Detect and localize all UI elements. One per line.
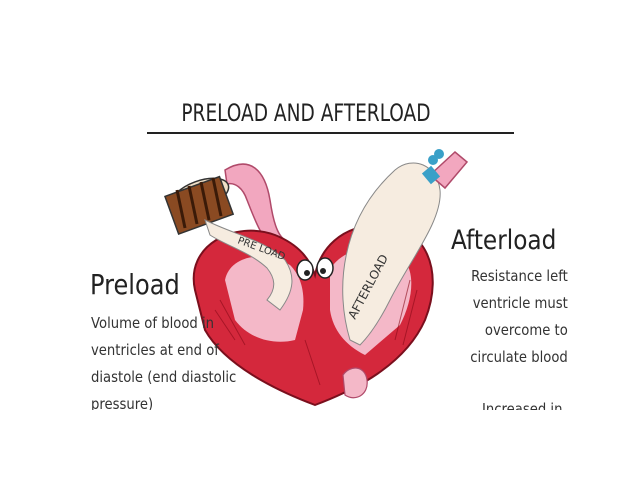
barrel-icon [164,175,235,236]
preload-line: diastole (end diastolic [91,368,237,386]
afterload-line: ventricle must [472,294,568,312]
preload-heading: Preload [90,268,180,301]
preload-line: ventricles at end of [91,341,219,359]
afterload-arrow [342,162,441,346]
afterload-heading: Afterload [451,225,557,256]
preload-description: Volume of blood in ventricles at end of … [91,310,236,418]
afterload-line: overcome to [485,321,568,339]
afterload-description: Resistance left ventricle must overcome … [470,263,568,371]
preload-line: pressure) [91,395,154,413]
page-title: PRELOAD AND AFTERLOAD [181,99,431,127]
slide-bottom-margin [0,410,638,479]
valve-icon [421,149,444,185]
heart-face [296,257,334,281]
afterload-line: circulate blood [470,348,568,366]
afterload-line: Resistance left [471,267,568,285]
preload-arrow [204,219,293,311]
right-vessel [428,151,469,190]
afterload-cutoff-text: Increased in [482,400,563,410]
preload-line: Volume of blood in [91,314,215,332]
heart-hatching [214,279,418,386]
heart-illustration: PRE LOAD AFTERLOAD [164,149,469,407]
heart-hand [342,367,368,399]
title-underline [147,132,514,134]
